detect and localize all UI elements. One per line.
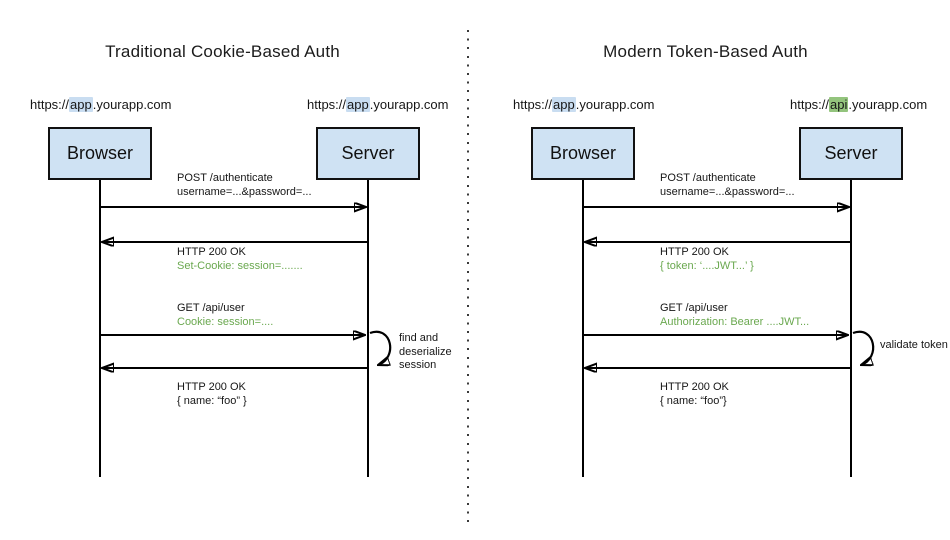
message-post-authenticate: POST /authenticate username=...&password… [660, 171, 795, 199]
message-line2: username=...&password=... [660, 186, 795, 198]
url-subdomain-highlight: api [829, 97, 849, 112]
url-suffix: .yourapp.com [848, 97, 928, 112]
server-action-note: validate token [880, 339, 948, 351]
message-set-cookie: HTTP 200 OK Set-Cookie: session=....... [177, 245, 303, 273]
message-line2: Set-Cookie: session=....... [177, 260, 303, 272]
url-suffix: .yourapp.com [369, 97, 449, 112]
message-get-user: GET /api/user Authorization: Bearer ....… [660, 301, 809, 329]
message-user-response: HTTP 200 OK { name: “foo”} [660, 380, 729, 408]
panel-divider [467, 30, 469, 524]
message-line1: POST /authenticate [660, 172, 756, 184]
server-url: https://api.yourapp.com [790, 97, 927, 112]
server-self-loop-arrow [852, 330, 875, 365]
message-line1: POST /authenticate [177, 172, 273, 184]
message-line2: Authorization: Bearer ....JWT... [660, 316, 810, 328]
message-line1: HTTP 200 OK [660, 381, 729, 393]
cookie-auth-panel: Traditional Cookie-Based Auth https://ap… [30, 42, 452, 477]
message-token-response: HTTP 200 OK { token: ‘....JWT...’ } [660, 245, 754, 273]
browser-box-label: Browser [66, 143, 133, 163]
server-box: Server [799, 127, 903, 180]
url-prefix: https:// [513, 97, 553, 112]
server-box: Server [316, 127, 420, 180]
message-line1: HTTP 200 OK [177, 381, 246, 393]
server-url: https://app.yourapp.com [307, 97, 449, 112]
message-line1: GET /api/user [177, 302, 245, 314]
message-get-user: GET /api/user Cookie: session=.... [177, 301, 273, 329]
url-subdomain-highlight: app [69, 97, 93, 112]
browser-url: https://app.yourapp.com [30, 97, 172, 112]
message-user-response: HTTP 200 OK { name: “foo” } [177, 380, 247, 408]
message-line2: username=...&password=... [177, 186, 312, 198]
url-subdomain-highlight: app [552, 97, 576, 112]
url-subdomain-highlight: app [346, 97, 370, 112]
browser-box: Browser [48, 127, 152, 180]
server-self-loop-arrow [369, 330, 392, 365]
server-action-note: find and deserialize session [399, 332, 452, 371]
url-suffix: .yourapp.com [575, 97, 655, 112]
message-line2: { name: “foo”} [660, 395, 727, 407]
url-prefix: https:// [30, 97, 70, 112]
sequence-lines [99, 180, 392, 477]
browser-box: Browser [531, 127, 635, 180]
message-line1: HTTP 200 OK [177, 246, 246, 258]
url-prefix: https:// [307, 97, 347, 112]
browser-url: https://app.yourapp.com [513, 97, 655, 112]
sequence-lines [582, 180, 875, 477]
message-line2: { token: ‘....JWT...’ } [660, 260, 754, 272]
message-line1: GET /api/user [660, 302, 728, 314]
message-post-authenticate: POST /authenticate username=...&password… [177, 171, 312, 199]
server-box-label: Server [341, 143, 395, 163]
token-auth-title: Modern Token-Based Auth [603, 42, 808, 61]
message-line2: { name: “foo” } [177, 395, 247, 407]
url-suffix: .yourapp.com [92, 97, 172, 112]
url-prefix: https:// [790, 97, 830, 112]
message-line1: HTTP 200 OK [660, 246, 729, 258]
token-auth-panel: Modern Token-Based Auth https://app.your… [483, 0, 950, 540]
server-box-label: Server [824, 143, 878, 163]
browser-box-label: Browser [549, 143, 616, 163]
message-line2: Cookie: session=.... [177, 316, 274, 328]
cookie-auth-title: Traditional Cookie-Based Auth [105, 42, 340, 61]
